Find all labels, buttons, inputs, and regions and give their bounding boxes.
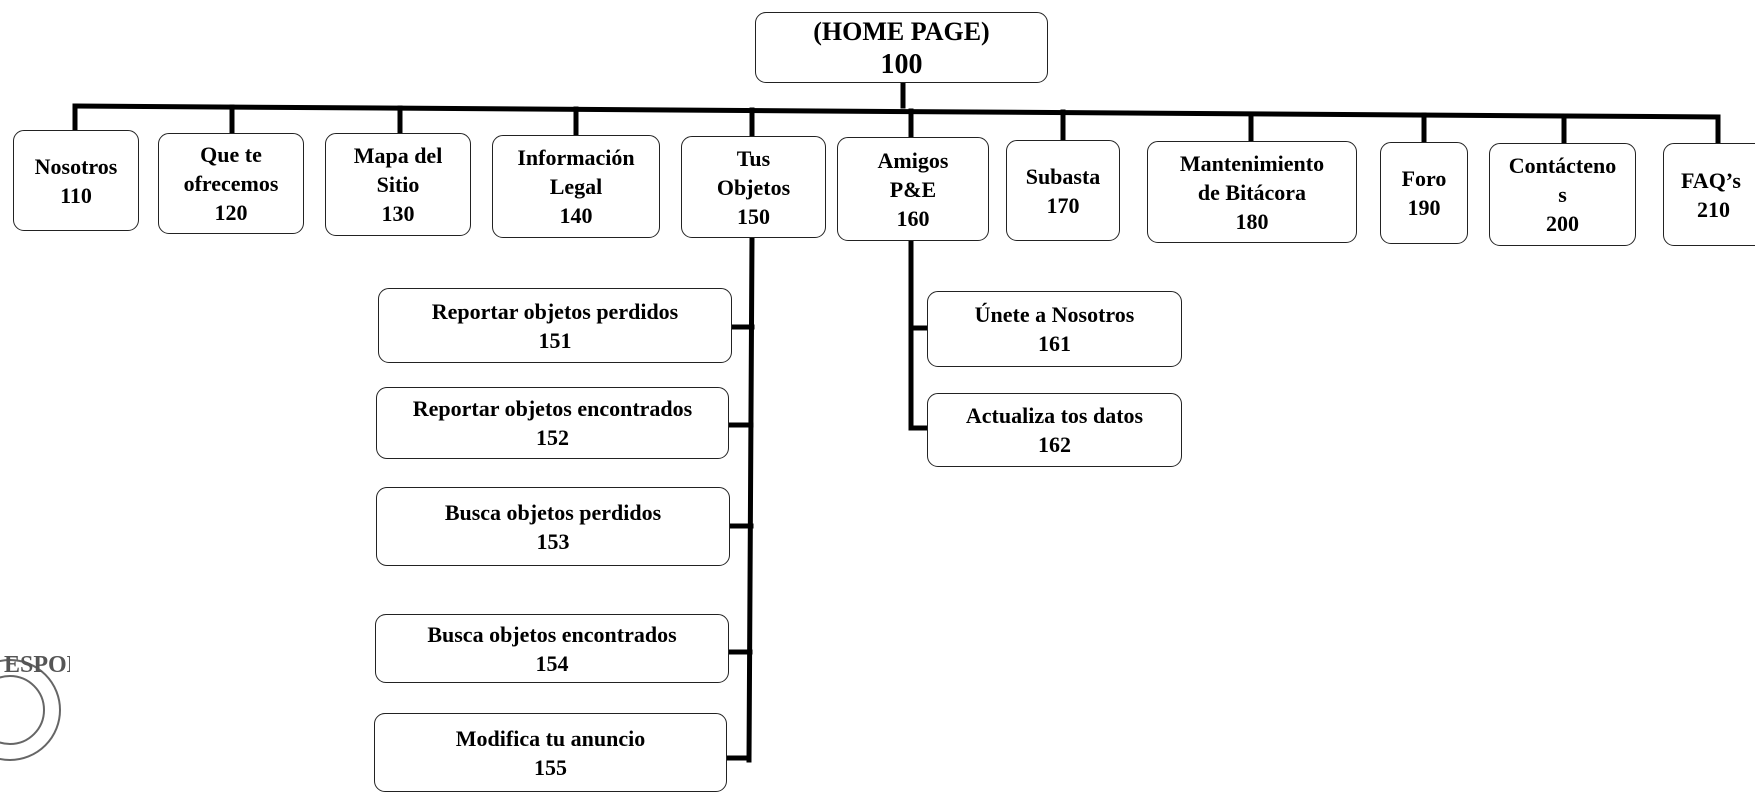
- node-unete-a-nosotros: Únete a Nosotros 161: [927, 291, 1182, 367]
- node-label: (HOME PAGE): [813, 16, 990, 46]
- node-code: 161: [1038, 331, 1071, 356]
- node-amigos-pe: Amigos P&E 160: [837, 137, 989, 241]
- node-code: 151: [538, 327, 572, 353]
- node-code: 190: [1407, 195, 1441, 220]
- node-label: Que te ofrecemos: [183, 142, 279, 196]
- node-code: 110: [60, 182, 92, 208]
- node-code: 154: [535, 650, 569, 676]
- node-informacion-legal: Información Legal 140: [492, 135, 660, 238]
- node-code: 153: [536, 528, 570, 554]
- node-code: 200: [1546, 211, 1579, 236]
- node-actualiza-tos-datos: Actualiza tos datos 162: [927, 393, 1182, 467]
- node-label: FAQ’s: [1681, 167, 1741, 193]
- node-label: Información Legal: [517, 145, 635, 199]
- node-tus-objetos: Tus Objetos 150: [681, 136, 826, 238]
- node-code: 170: [1046, 192, 1080, 218]
- node-code: 140: [559, 203, 593, 228]
- home-page-node: (HOME PAGE) 100: [755, 12, 1048, 83]
- node-reportar-objetos-perdidos: Reportar objetos perdidos 151: [378, 288, 732, 363]
- node-code: 210: [1697, 196, 1730, 222]
- node-label: Nosotros: [34, 153, 118, 179]
- seal-stamp: ESPOL: [0, 652, 70, 761]
- node-label: Tus Objetos: [716, 145, 791, 200]
- node-code: 180: [1235, 208, 1269, 234]
- node-code: 162: [1038, 432, 1071, 457]
- node-label: Subasta: [1025, 163, 1101, 189]
- node-code: 150: [737, 203, 770, 229]
- node-code: 155: [534, 754, 567, 780]
- node-label: Contácteno s: [1508, 153, 1617, 207]
- node-code: 100: [880, 48, 923, 80]
- node-label: Amigos P&E: [877, 147, 949, 202]
- node-mantenimiento-de-bitacora: Mantenimiento de Bitácora 180: [1147, 141, 1357, 243]
- node-que-te-ofrecemos: Que te ofrecemos 120: [158, 133, 304, 234]
- node-mapa-del-sitio: Mapa del Sitio 130: [325, 133, 471, 236]
- node-code: 130: [381, 201, 415, 226]
- node-label: Busca objetos perdidos: [444, 499, 662, 525]
- node-code: 120: [214, 200, 248, 225]
- node-label: Foro: [1401, 166, 1447, 191]
- node-busca-objetos-perdidos: Busca objetos perdidos 153: [376, 487, 730, 566]
- node-busca-objetos-encontrados: Busca objetos encontrados 154: [375, 614, 729, 683]
- node-label: Mapa del Sitio: [353, 143, 443, 197]
- node-faqs: FAQ’s 210: [1663, 143, 1755, 246]
- node-label: Reportar objetos perdidos: [431, 298, 679, 324]
- node-label: Reportar objetos encontrados: [412, 396, 693, 421]
- stamp-text: ESPOL: [4, 652, 70, 678]
- node-subasta: Subasta 170: [1006, 140, 1120, 241]
- node-label: Busca objetos encontrados: [427, 621, 677, 647]
- node-label: Actualiza tos datos: [965, 403, 1144, 428]
- node-foro: Foro 190: [1380, 142, 1468, 244]
- node-label: Únete a Nosotros: [974, 302, 1135, 327]
- node-contactenos: Contácteno s 200: [1489, 143, 1636, 246]
- node-code: 160: [896, 205, 930, 231]
- node-label: Mantenimiento de Bitácora: [1179, 150, 1325, 205]
- node-nosotros: Nosotros 110: [13, 130, 139, 231]
- node-label: Modifica tu anuncio: [455, 725, 646, 751]
- node-modifica-tu-anuncio: Modifica tu anuncio 155: [374, 713, 727, 792]
- node-reportar-objetos-encontrados: Reportar objetos encontrados 152: [376, 387, 729, 459]
- node-code: 152: [536, 425, 569, 450]
